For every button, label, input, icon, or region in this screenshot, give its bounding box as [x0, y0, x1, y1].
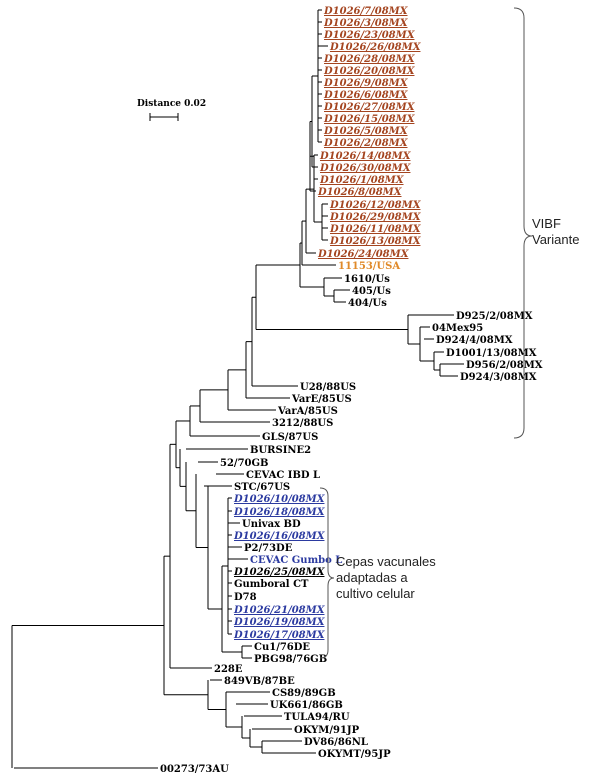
leaf-label: D1026/13/08MX	[329, 236, 422, 247]
leaf-label: CS89/89GB	[272, 688, 336, 699]
leaf-label: STC/67US	[234, 482, 290, 493]
vaccine-group-label-line3: cultivo celular	[336, 586, 415, 601]
leaf-label: D1026/29/08MX	[329, 212, 422, 223]
leaf-label: VarA/85US	[277, 406, 338, 417]
leaf-label: Cu1/76DE	[254, 642, 310, 653]
leaf-label: D1026/25/08MX	[233, 567, 326, 578]
scale-label: Distance 0.02	[137, 99, 206, 109]
leaf-label: D1026/17/08MX	[233, 630, 326, 641]
leaf-label: D1026/6/08MX	[323, 90, 409, 101]
leaf-label: DV86/86NL	[304, 737, 368, 748]
variant-group-label-line2: Variante	[532, 232, 579, 247]
leaf-label: 1610/Us	[344, 274, 390, 285]
leaf-label: D924/4/08MX	[436, 335, 513, 346]
leaf-label: CEVAC IBD L	[246, 470, 320, 481]
leaf-label: D78	[234, 592, 257, 603]
leaf-label: D1026/26/08MX	[329, 42, 422, 53]
vaccine-group-label-line1: Cepas vacunales	[336, 554, 436, 569]
leaf-label: U28/88US	[300, 382, 356, 393]
leaf-label: D1026/23/08MX	[323, 30, 416, 41]
leaf-label: D924/3/08MX	[460, 372, 537, 383]
leaf-label: D1026/24/08MX	[317, 249, 410, 260]
leaf-label: D1026/8/08MX	[317, 187, 403, 198]
leaf-label: D1026/20/08MX	[323, 66, 416, 77]
leaf-label: D956/2/08MX	[466, 360, 543, 371]
leaf-label: D1026/16/08MX	[233, 531, 326, 542]
variant-group-label-line1: VIBF	[532, 216, 561, 231]
leaf-label: 3212/88US	[272, 418, 333, 429]
leaf-label: D1026/7/08MX	[323, 6, 409, 17]
leaf-label: GLS/87US	[262, 432, 318, 443]
leaf-label: D1026/3/08MX	[323, 18, 409, 29]
leaf-label: 11153/USA	[338, 261, 400, 272]
leaf-label: VarE/85US	[291, 394, 352, 405]
leaf-label: Univax BD	[242, 519, 301, 530]
leaf-label: PBG98/76GB	[254, 654, 327, 665]
leaf-label: 00273/73AU	[160, 764, 229, 775]
leaf-label: D1026/15/08MX	[323, 114, 416, 125]
leaf-label: 228E	[214, 664, 243, 675]
leaf-label: UK661/86GB	[270, 700, 343, 711]
leaf-label: P2/73DE	[244, 543, 293, 554]
leaf-label: 04Mex95	[432, 323, 483, 334]
leaf-label: 849VB/87BE	[224, 676, 295, 687]
leaf-label: D1026/19/08MX	[233, 617, 326, 628]
variant-group-brace	[513, 7, 533, 439]
leaf-label: D1026/2/08MX	[323, 138, 409, 149]
leaf-label: Gumboral CT	[234, 579, 309, 590]
leaf-label: 405/Us	[352, 286, 391, 297]
leaf-label: D1026/28/08MX	[323, 54, 416, 65]
leaf-label: D1026/9/08MX	[323, 78, 409, 89]
vaccine-group-brace	[319, 487, 335, 659]
leaf-label: D1026/18/08MX	[233, 507, 326, 518]
leaf-label: D1001/13/08MX	[446, 348, 537, 359]
leaf-label: D1026/12/08MX	[329, 200, 422, 211]
leaf-label: D925/2/08MX	[456, 311, 533, 322]
leaf-label: D1026/27/08MX	[323, 102, 416, 113]
leaf-label: D1026/1/08MX	[319, 175, 405, 186]
vaccine-group-label-line2: adaptadas a	[336, 570, 408, 585]
leaf-label: OKYMT/95JP	[318, 749, 391, 760]
leaf-label: D1026/14/08MX	[319, 151, 412, 162]
leaf-label: D1026/5/08MX	[323, 126, 409, 137]
leaf-label: 404/Us	[348, 298, 387, 309]
leaf-label: D1026/21/08MX	[233, 605, 326, 616]
leaf-label: TULA94/RU	[284, 712, 350, 723]
leaf-label: D1026/10/08MX	[233, 494, 326, 505]
leaf-label: OKYM/91JP	[294, 725, 360, 736]
leaf-label: D1026/11/08MX	[329, 224, 422, 235]
leaf-label: BURSINE2	[250, 445, 311, 456]
leaf-label: 52/70GB	[220, 458, 268, 469]
scale-bar	[149, 113, 179, 121]
leaf-label: D1026/30/08MX	[319, 163, 412, 174]
leaf-label: CEVAC Gumbo L	[250, 555, 342, 566]
